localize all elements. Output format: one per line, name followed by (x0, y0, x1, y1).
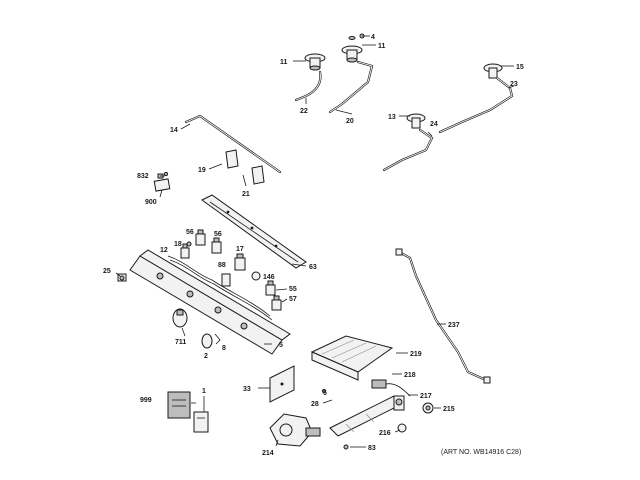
label-33: 33 (243, 386, 251, 393)
label-5: 5 (279, 342, 283, 349)
leader-lines (115, 35, 515, 448)
valve-11-right (341, 36, 363, 63)
label-11-right: 11 (378, 43, 386, 50)
label-237: 237 (448, 322, 460, 329)
label-25: 25 (103, 268, 111, 275)
clip-216 (397, 423, 407, 433)
igniter-switch-12 (180, 243, 190, 259)
manual-999 (167, 391, 191, 419)
label-219: 219 (410, 351, 422, 358)
label-711: 711 (175, 339, 186, 346)
label-20: 20 (346, 118, 354, 125)
valve-15 (483, 63, 503, 79)
screw-25 (119, 275, 125, 281)
igniter-218 (371, 379, 411, 397)
label-55: 55 (289, 286, 297, 293)
label-57: 57 (289, 296, 297, 303)
bracket-219 (310, 335, 394, 381)
wire-harness (167, 255, 273, 321)
label-11-left: 11 (280, 59, 288, 66)
label-12: 12 (160, 247, 168, 254)
bracket-14 (184, 114, 282, 187)
art-number: (ART NO. WB14916 C28) (441, 449, 522, 456)
label-14: 14 (170, 127, 178, 134)
label-18: 18 (174, 241, 182, 248)
label-216: 216 (379, 430, 391, 437)
label-63: 63 (309, 264, 317, 271)
label-6: 6 (323, 390, 327, 397)
label-13: 13 (388, 114, 396, 121)
valve-11-left (304, 53, 326, 71)
label-999: 999 (140, 397, 152, 404)
regulator-214 (269, 413, 321, 447)
label-22: 22 (300, 108, 308, 115)
gas-tube-23 (438, 76, 514, 134)
label-4: 4 (371, 34, 375, 41)
label-83: 83 (368, 445, 376, 452)
bracket-88 (221, 273, 231, 287)
label-215: 215 (443, 406, 455, 413)
label-88: 88 (218, 262, 226, 269)
label-19: 19 (198, 167, 206, 174)
label-146: 146 (263, 274, 275, 281)
knob-711 (172, 308, 188, 328)
label-217: 217 (420, 393, 432, 400)
label-28: 28 (311, 401, 319, 408)
gas-tube-237 (395, 248, 491, 384)
bracket-33 (269, 365, 295, 403)
valve-217 (393, 395, 405, 411)
label-15: 15 (516, 64, 524, 71)
label-8: 8 (222, 345, 226, 352)
control-panel-5 (117, 249, 291, 355)
igniter-switch-56-right (211, 237, 222, 254)
label-832: 832 (137, 173, 149, 180)
switch-17 (234, 253, 246, 271)
clip-8 (214, 333, 221, 345)
burner-tube-28 (329, 395, 403, 437)
label-17: 17 (236, 246, 244, 253)
valve-13 (406, 113, 426, 129)
screw-18 (186, 241, 192, 247)
screw-6 (322, 389, 326, 393)
gas-tube-22 (294, 70, 322, 102)
igniter-switch-57 (271, 295, 282, 311)
igniter-switch-55 (265, 280, 276, 296)
gas-tube-20 (328, 60, 374, 114)
gas-tube-24 (382, 128, 434, 172)
manifold-63 (201, 194, 307, 269)
sheet-1 (193, 411, 209, 433)
igniter-switch-56-left (195, 229, 206, 246)
label-56-left: 56 (186, 229, 194, 236)
label-24: 24 (430, 121, 438, 128)
screw-83 (343, 444, 349, 450)
label-23: 23 (510, 81, 518, 88)
clip-2 (201, 333, 213, 349)
label-56-right: 56 (214, 231, 222, 238)
switch-900 (153, 173, 171, 198)
label-900: 900 (145, 199, 157, 206)
label-214: 214 (262, 450, 274, 457)
label-2: 2 (204, 353, 208, 360)
orifice-215 (422, 402, 434, 414)
label-21: 21 (242, 191, 250, 198)
screw-832 (163, 171, 169, 177)
label-218: 218 (404, 372, 416, 379)
label-1: 1 (202, 388, 206, 395)
switch-146 (251, 271, 261, 281)
